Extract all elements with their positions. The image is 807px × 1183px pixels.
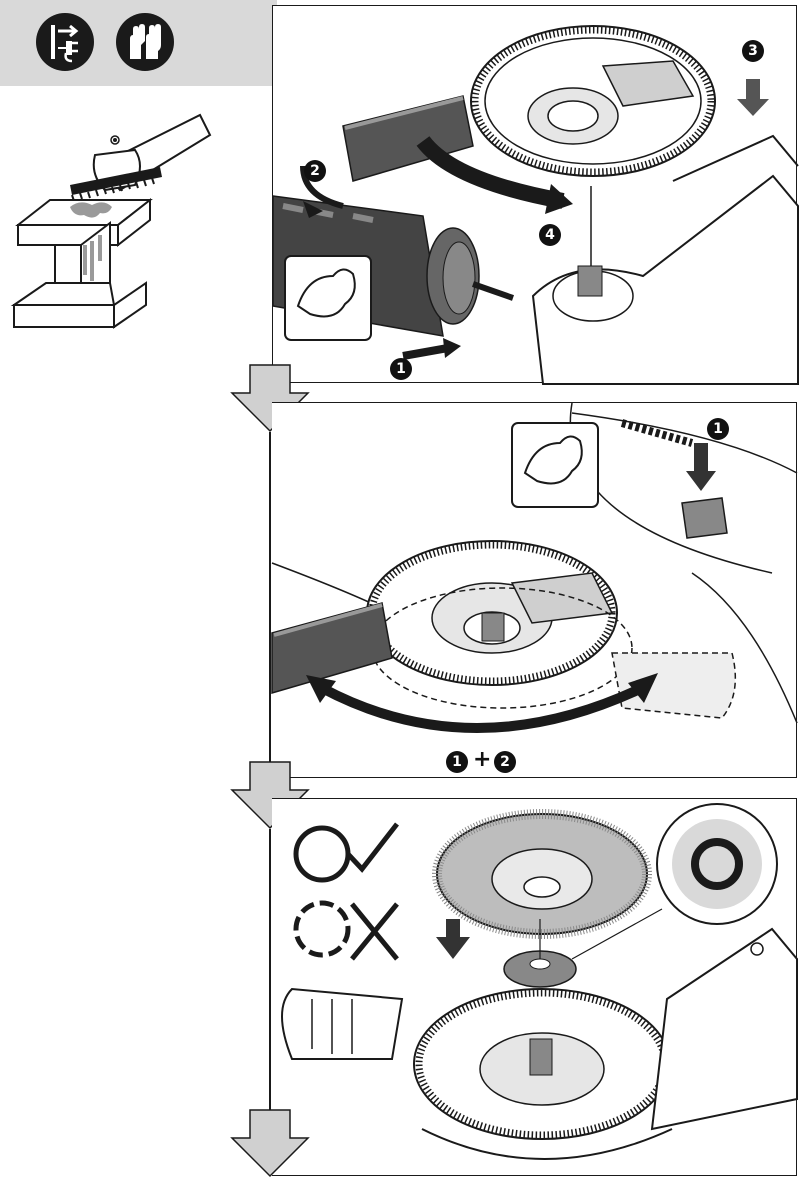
step-panel-3 [272, 798, 798, 1176]
remove-handle-mount-guard-illustration [272, 25, 799, 385]
combo-plus: + [473, 747, 492, 772]
grinder-on-beam-illustration [10, 113, 212, 329]
step-badge-1: 1 [390, 358, 412, 380]
combo-badge-b: 2 [494, 751, 516, 773]
flow-line-2 [269, 829, 271, 1119]
mount-cup-wheel-illustration [281, 803, 798, 1160]
flow-arrow-down-3 [230, 1109, 310, 1178]
step-badge-2: 2 [304, 160, 326, 182]
unplug-before-work-icon [36, 13, 94, 71]
combo-badge-a: 1 [446, 751, 468, 773]
rotation-correct-icon [293, 822, 399, 883]
step-panel-1: 1 2 3 4 [272, 5, 799, 385]
wear-gloves-icon [116, 13, 174, 71]
flow-line-1 [269, 432, 271, 777]
rotation-wrong-icon [293, 900, 399, 961]
step-badge-3: 3 [742, 40, 764, 62]
step-panel-2: 1 1 + 2 [271, 402, 798, 778]
step-badge-1: 1 [707, 418, 729, 440]
rotate-guard-illustration [271, 402, 798, 733]
step-badge-4: 4 [539, 224, 561, 246]
